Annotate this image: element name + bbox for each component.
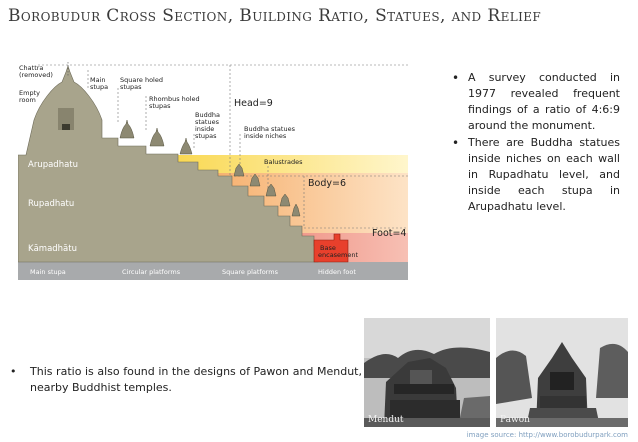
monument-silhouette bbox=[18, 65, 319, 263]
label-empty-room-2: room bbox=[19, 96, 36, 104]
level-rupadhatu: Rupadhatu bbox=[28, 199, 74, 209]
label-buddha-stupas-4: stupas bbox=[195, 132, 217, 140]
label-chattra-removed: (removed) bbox=[19, 71, 53, 79]
footer-hidden: Hidden foot bbox=[318, 268, 356, 276]
label-base: Base bbox=[320, 244, 336, 252]
cross-section-diagram: Chattra (removed) Empty room Main stupa … bbox=[18, 62, 408, 306]
label-buddha-stupas-1: Buddha bbox=[195, 111, 220, 119]
label-main-stupa-2: stupa bbox=[90, 83, 108, 91]
label-rhombus-holed-2: stupas bbox=[149, 102, 171, 110]
page-title: Borobudur Cross Section, Building Ratio,… bbox=[8, 6, 542, 26]
label-square-holed-2: stupas bbox=[120, 83, 142, 91]
label-buddha-stupas-2: statues bbox=[195, 118, 220, 126]
label-rhombus-holed: Rhombus holed bbox=[149, 95, 200, 103]
band-footer bbox=[18, 262, 408, 280]
bullet-statues: •There are Buddha statues inside niches … bbox=[452, 136, 620, 213]
label-square-holed: Square holed bbox=[120, 76, 163, 84]
label-head-ratio: Head=9 bbox=[234, 98, 273, 109]
pawon-caption: Pawon bbox=[500, 415, 530, 425]
label-base-2: encasement bbox=[318, 251, 359, 259]
label-chattra: Chattra bbox=[19, 64, 43, 72]
label-buddha-niches-1: Buddha statues bbox=[244, 125, 296, 133]
label-balustrades: Balustrades bbox=[264, 158, 303, 166]
level-kamadhatu: Kāmadhātu bbox=[28, 244, 77, 254]
label-buddha-niches-2: inside niches bbox=[244, 132, 287, 140]
mendut-caption: Mendut bbox=[368, 415, 404, 425]
bullet-survey: •A survey conducted in 1977 revealed fre… bbox=[452, 71, 620, 132]
label-buddha-stupas-3: inside bbox=[195, 125, 214, 133]
base-encasement bbox=[313, 233, 349, 263]
image-source: image source: http://www.borobudurpark.c… bbox=[466, 431, 628, 439]
footer-circular: Circular platforms bbox=[122, 268, 181, 276]
label-empty-room: Empty bbox=[19, 89, 40, 97]
mendut-photo: Mendut bbox=[364, 318, 490, 427]
label-main-stupa: Main bbox=[90, 76, 106, 84]
ratio-bullets: •A survey conducted in 1977 revealed fre… bbox=[452, 70, 620, 216]
footer-square: Square platforms bbox=[222, 268, 279, 276]
pawon-photo: Pawon bbox=[496, 318, 628, 427]
label-body-ratio: Body=6 bbox=[308, 178, 346, 189]
footer-main-stupa: Main stupa bbox=[30, 268, 66, 276]
bullet-temples: • This ratio is also found in the design… bbox=[10, 365, 362, 394]
level-arupadhatu: Arupadhatu bbox=[28, 160, 78, 170]
label-foot-ratio: Foot=4 bbox=[372, 228, 406, 239]
